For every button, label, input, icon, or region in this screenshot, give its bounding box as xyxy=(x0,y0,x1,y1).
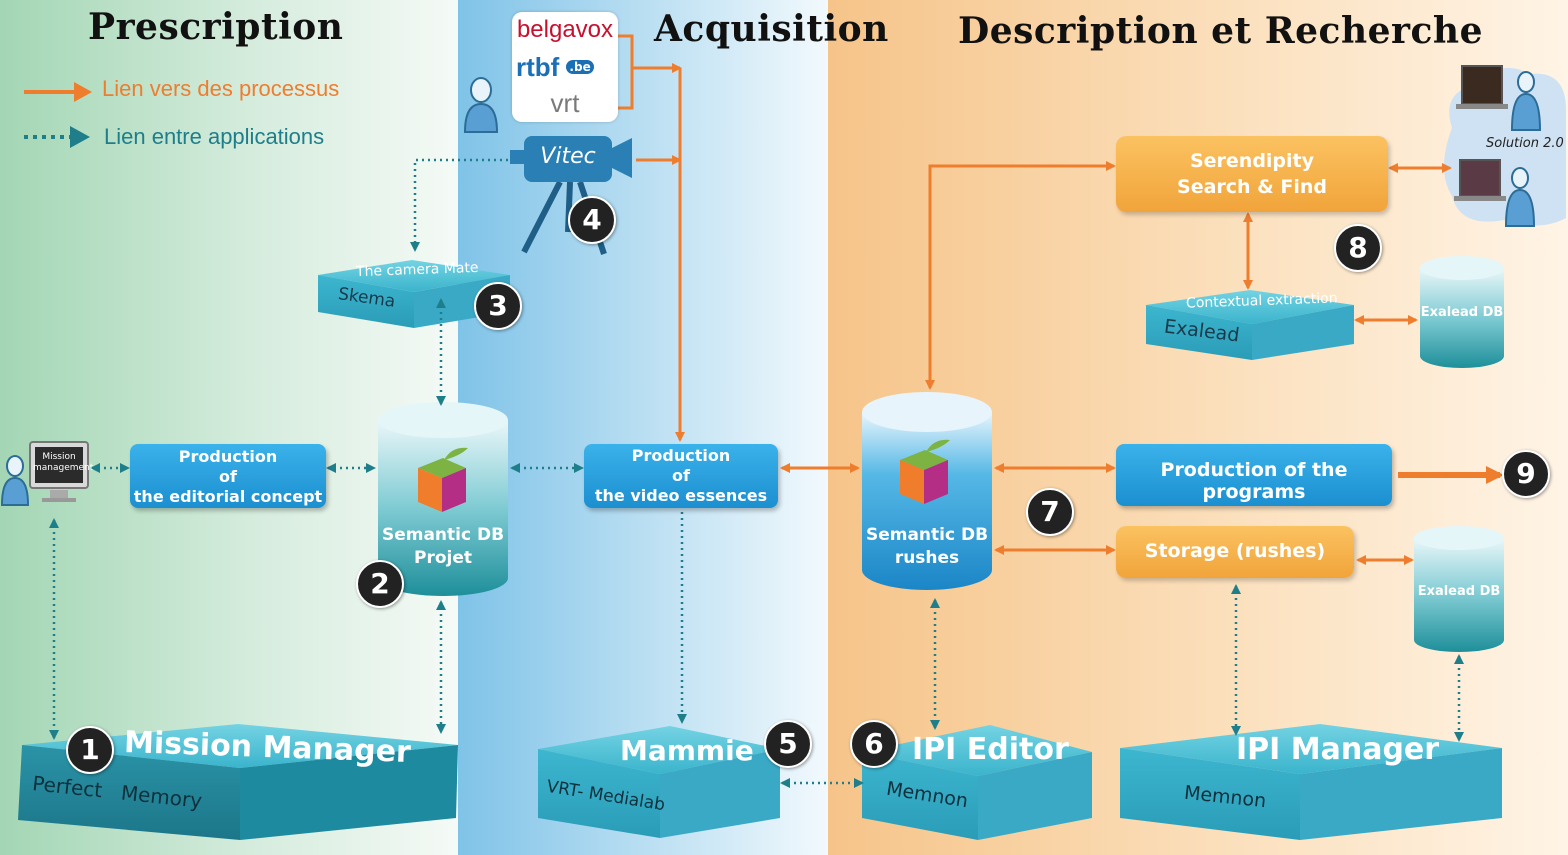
exalead-db-cylinder-2 xyxy=(1414,526,1504,652)
section-heading-description: Description et Recherche xyxy=(958,10,1483,52)
vrt-logo: vrt xyxy=(550,88,580,118)
rtbf-logo: rtbf .be xyxy=(516,52,614,82)
solution-label: Solution 2.0 xyxy=(1486,136,1564,151)
storage-label: Storage (rushes) xyxy=(1144,540,1326,562)
step-badge-3: 3 xyxy=(474,282,522,330)
process-links xyxy=(618,34,1504,565)
belgavox-logo: belgavox xyxy=(516,16,614,43)
step-badge-2: 2 xyxy=(356,560,404,608)
exalead-db-cylinder-1 xyxy=(1420,256,1504,368)
semantic-db-rushes-label: Semantic DB rushes xyxy=(865,525,989,568)
semantic-db-projet-label: Semantic DB Projet xyxy=(381,525,505,568)
step-badge-9: 9 xyxy=(1502,450,1550,498)
editorial-concept-box[interactable]: Production of the editorial concept xyxy=(130,444,326,508)
legend-app-label: Lien entre applications xyxy=(104,124,325,149)
mammie-label: Mammie xyxy=(620,734,754,767)
ipi-editor-platform xyxy=(862,725,1092,840)
section-heading-prescription: Prescription xyxy=(88,6,344,48)
user-icon xyxy=(0,455,30,506)
monitor-icon xyxy=(29,441,89,502)
video-essences-box[interactable]: Production of the video essences xyxy=(584,444,778,508)
legend-process-label: Lien vers des processus xyxy=(102,76,340,101)
solution-cloud xyxy=(1444,65,1566,227)
legend-process-arrow xyxy=(24,82,92,102)
storage-rushes-box[interactable]: Storage (rushes) xyxy=(1116,526,1354,578)
step-badge-1: 1 xyxy=(66,726,114,774)
application-links xyxy=(49,158,1464,788)
semantic-logo-icon xyxy=(900,439,950,504)
exalead-box xyxy=(1146,290,1354,360)
vitec-label: Vitec xyxy=(540,144,596,169)
serendipity-box[interactable]: Serendipity Search & Find xyxy=(1116,136,1388,212)
step-badge-6: 6 xyxy=(850,720,898,768)
acquisition-zone xyxy=(458,0,828,855)
mission-management-label: Mission management xyxy=(33,452,94,473)
user-icon xyxy=(463,77,499,133)
mammie-platform xyxy=(538,726,780,838)
exalead-db-label-1: Exalead DB xyxy=(1420,305,1504,320)
step-badge-5: 5 xyxy=(764,720,812,768)
legend-app-arrow xyxy=(24,126,90,148)
exalead-db-label-2: Exalead DB xyxy=(1417,584,1501,599)
step-badge-7: 7 xyxy=(1026,488,1074,536)
ipi-editor-label: IPI Editor xyxy=(912,732,1069,767)
step-badge-8: 8 xyxy=(1334,224,1382,272)
ipi-manager-platform xyxy=(1120,724,1502,840)
semantic-logo-icon xyxy=(418,447,468,512)
step-badge-4: 4 xyxy=(568,196,616,244)
ipi-manager-label: IPI Manager xyxy=(1236,732,1440,767)
mission-manager-platform xyxy=(18,724,458,840)
broadcaster-logos: belgavox rtbf .be vrt xyxy=(512,12,618,122)
production-programs-box[interactable]: Production of the programs xyxy=(1116,444,1392,506)
section-heading-acquisition: Acquisition xyxy=(654,8,889,50)
production-programs-label: Production of the programs xyxy=(1160,459,1348,503)
